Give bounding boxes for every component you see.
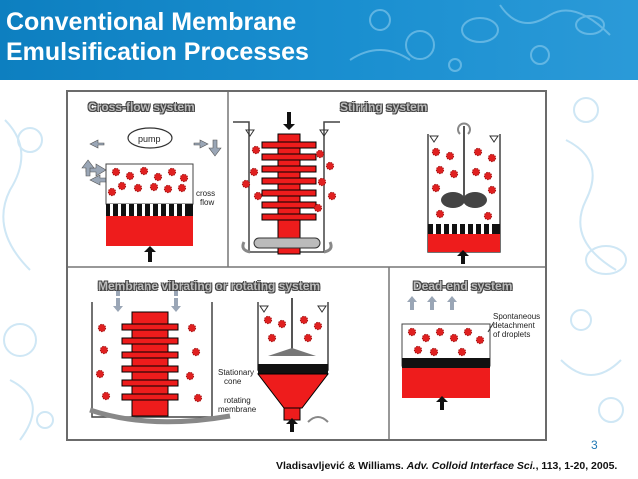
spontaneous-text-1: Spontaneous <box>493 312 541 321</box>
rotating-text-1: rotating <box>224 396 251 405</box>
slide-title: Conventional Membrane Emulsification Pro… <box>6 7 366 67</box>
citation-details: , 113, 1-20, 2005. <box>535 460 618 472</box>
left-decoration-icon <box>2 119 54 441</box>
citation-journal: Adv. Colloid Interface Sci. <box>406 460 536 472</box>
citation: Vladisavljević & Williams. Adv. Colloid … <box>276 460 617 472</box>
stirring-panel-2 <box>427 122 501 264</box>
spontaneous-text-3: of droplets <box>493 330 531 339</box>
dead-end-label: Dead-end system <box>413 279 513 293</box>
citation-authors: Vladisavljević & Williams. <box>276 460 404 472</box>
pump-label: pump <box>138 134 161 144</box>
membrane-diagram <box>68 92 545 439</box>
rotating-text-2: membrane <box>218 405 257 414</box>
vibrating-label: Membrane vibrating or rotating system <box>98 279 321 293</box>
vibrating-panel <box>89 282 231 425</box>
dead-end-panel <box>401 296 495 410</box>
title-line-2: Emulsification Processes <box>6 38 309 66</box>
membrane-diagram-figure: Cross-flow system pump cross flow Stirri… <box>66 90 547 441</box>
stirring-label: Stirring system <box>340 100 428 114</box>
stationary-text-1: Stationary <box>218 368 255 377</box>
page-number: 3 <box>591 438 598 452</box>
spontaneous-text-2: detachment <box>493 321 535 330</box>
bee-decoration-icon <box>349 4 611 72</box>
cross-flow-text-1: cross <box>196 189 216 198</box>
stationary-text-2: cone <box>224 377 242 386</box>
rotating-panel <box>256 298 330 432</box>
cross-flow-panel <box>81 127 222 262</box>
stirring-panel-1 <box>233 112 340 255</box>
cross-flow-label: Cross-flow system <box>88 100 195 114</box>
slide-header: Conventional Membrane Emulsification Pro… <box>0 0 638 80</box>
cross-flow-text-2: flow <box>200 198 215 207</box>
title-line-1: Conventional Membrane <box>6 8 297 36</box>
right-decoration-icon <box>560 97 627 423</box>
